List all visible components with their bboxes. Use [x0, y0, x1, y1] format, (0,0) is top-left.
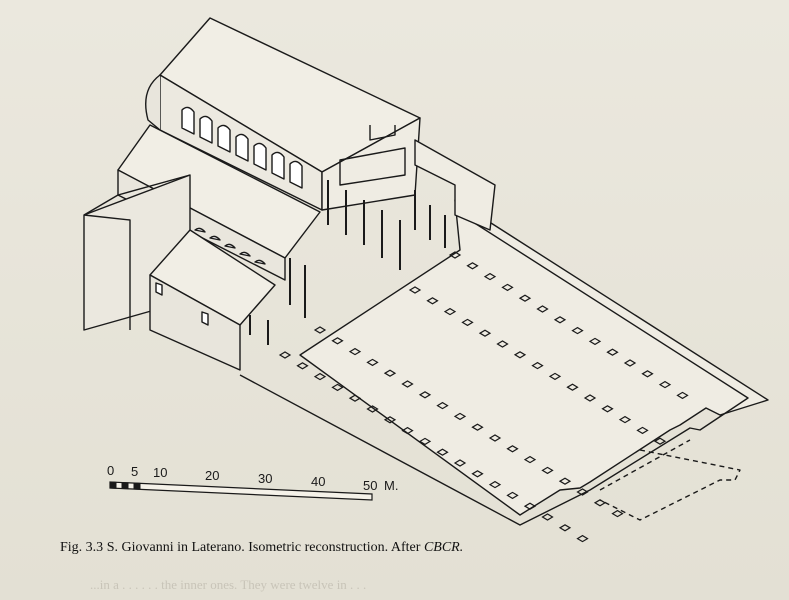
caption-number: Fig. 3.3	[60, 540, 104, 555]
column-base-marker	[588, 337, 602, 346]
column-base-marker	[366, 358, 379, 367]
column-base-marker	[488, 480, 502, 489]
atrium-outline	[299, 199, 769, 516]
scale-tick-5: 5	[131, 464, 139, 479]
column-base-marker	[401, 426, 414, 435]
column-base-marker	[518, 294, 532, 302]
bleed-through-text: ...in a . . . . . . the inner ones. They…	[90, 577, 367, 592]
column-base-marker	[443, 307, 457, 316]
column-base-marker	[348, 394, 362, 402]
column-base-marker	[571, 326, 584, 335]
column-base-marker	[313, 326, 327, 334]
column-base-marker	[601, 405, 614, 413]
column-base-marker	[658, 380, 672, 389]
column-base-marker	[296, 362, 309, 370]
column-base-marker	[461, 318, 474, 327]
column-base-marker	[636, 426, 649, 435]
column-base-marker	[483, 272, 497, 281]
column-base-marker	[418, 391, 432, 399]
caption-text: S. Giovanni in Laterano. Isometric recon…	[106, 540, 424, 555]
column-base-marker	[593, 499, 607, 507]
column-base-marker	[313, 372, 327, 381]
column-base-marker	[383, 416, 397, 424]
column-markers	[278, 251, 689, 543]
scale-bar	[109, 481, 373, 501]
column-base-marker	[383, 369, 397, 377]
column-base-marker	[453, 412, 467, 421]
column-base-marker	[471, 423, 484, 431]
column-base-marker	[331, 383, 344, 392]
column-base-marker	[558, 477, 572, 485]
column-base-marker	[558, 524, 572, 532]
column-base-marker	[448, 251, 462, 259]
column-base-marker	[553, 316, 567, 324]
column-base-marker	[623, 359, 637, 367]
clerestory-windows	[181, 106, 303, 189]
column-base-marker	[653, 437, 667, 445]
column-base-marker	[531, 361, 544, 370]
column-base-marker	[426, 297, 439, 305]
column-base-marker	[583, 394, 597, 402]
column-base-marker	[471, 470, 484, 478]
caption-source: CBCR.	[423, 540, 464, 555]
column-base-marker	[401, 380, 414, 388]
column-base-marker	[501, 283, 514, 292]
scale-tick-10: 10	[153, 465, 168, 480]
column-base-marker	[478, 329, 492, 337]
column-base-marker	[523, 455, 537, 464]
scale-tick-0: 0	[107, 463, 115, 478]
column-base-marker	[506, 491, 519, 500]
column-base-marker	[488, 434, 502, 442]
column-base-marker	[331, 337, 344, 345]
colonnade	[249, 180, 446, 345]
column-base-marker	[566, 383, 579, 391]
column-base-marker	[278, 351, 292, 359]
column-base-marker	[453, 459, 467, 467]
scale-unit: M.	[384, 478, 399, 493]
column-base-marker	[576, 534, 589, 543]
column-base-marker	[536, 305, 549, 313]
scale-tick-20: 20	[205, 468, 220, 483]
column-base-marker	[618, 415, 632, 424]
scale-tick-30: 30	[258, 471, 273, 486]
column-base-marker	[606, 348, 619, 356]
column-base-marker	[506, 445, 519, 453]
column-base-marker	[611, 509, 624, 518]
column-base-marker	[548, 372, 562, 381]
column-base-marker	[676, 391, 689, 400]
column-base-marker	[348, 347, 362, 356]
column-base-marker	[366, 405, 379, 413]
column-base-marker	[576, 488, 589, 496]
column-base-marker	[541, 466, 554, 475]
column-base-marker	[436, 448, 449, 456]
column-base-marker	[513, 351, 527, 359]
column-base-marker	[436, 401, 449, 410]
column-base-marker	[641, 370, 654, 378]
scale-tick-50: 50	[363, 478, 378, 493]
column-base-marker	[523, 502, 537, 510]
figure-caption: Fig. 3.3 S. Giovanni in Laterano. Isomet…	[60, 540, 463, 556]
column-base-marker	[408, 286, 422, 294]
column-base-marker	[418, 437, 432, 446]
column-base-marker	[541, 513, 554, 521]
column-base-marker	[496, 340, 509, 348]
scale-tick-40: 40	[311, 474, 326, 489]
column-base-marker	[466, 262, 479, 270]
